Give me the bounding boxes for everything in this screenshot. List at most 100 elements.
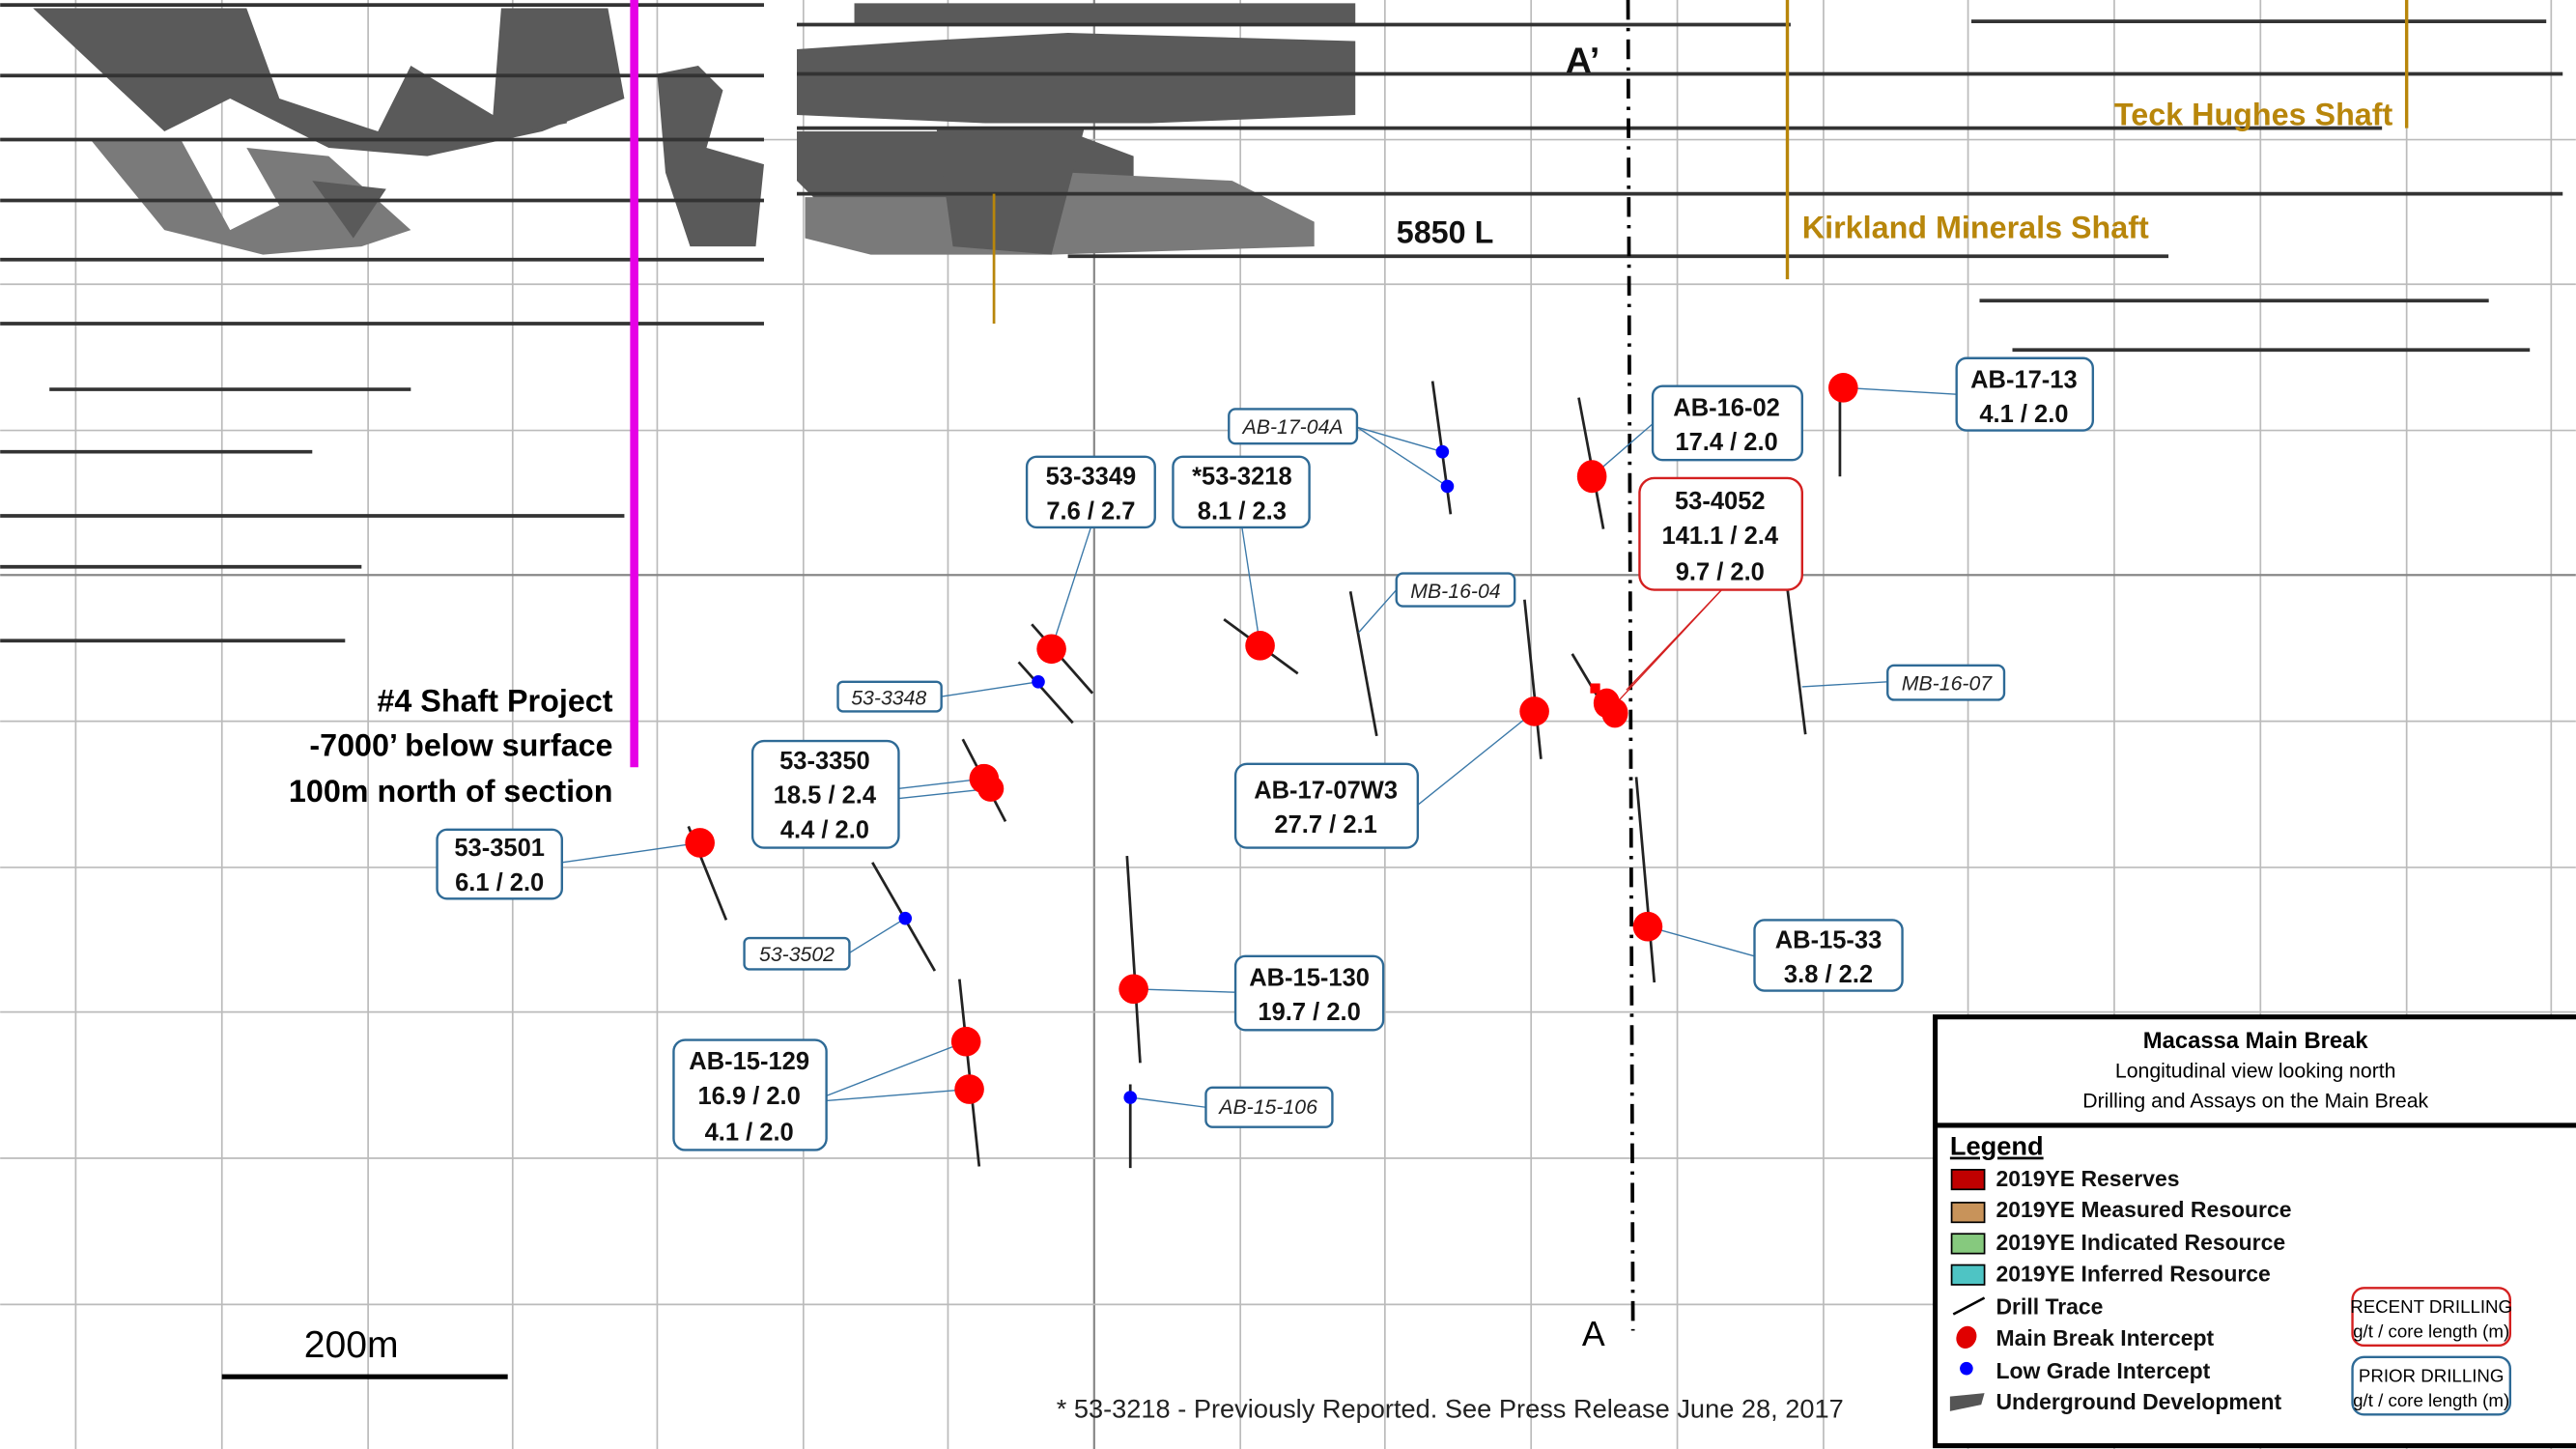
main-break-intercept [1118, 974, 1148, 1005]
svg-text:53-3349: 53-3349 [1046, 464, 1137, 491]
main-break-intercept [1245, 631, 1275, 661]
hole-label-53-3501: 53-3501 6.1 / 2.0 [436, 828, 563, 900]
level-label: 5850 L [1397, 215, 1494, 250]
svg-text:Main Break Intercept: Main Break Intercept [1996, 1325, 2214, 1350]
low-grade-intercept [1123, 1091, 1138, 1104]
hole-label-mb-16-07: MB-16-07 [1886, 664, 2006, 701]
hole-label-ab-15-106: AB-15-106 [1204, 1086, 1334, 1128]
svg-text:200m: 200m [304, 1324, 399, 1366]
svg-text:Low Grade Intercept: Low Grade Intercept [1996, 1358, 2210, 1383]
main-break-intercept [1576, 460, 1607, 494]
legend-panel: Macassa Main Break Longitudinal view loo… [1933, 1014, 2576, 1449]
prior-drilling-units: g/t / core length (m) [2353, 1390, 2509, 1410]
svg-text:18.5 / 2.4: 18.5 / 2.4 [774, 782, 877, 810]
svg-text:2019YE Measured Resource: 2019YE Measured Resource [1996, 1197, 2291, 1222]
svg-text:9.7 / 2.0: 9.7 / 2.0 [1676, 558, 1765, 585]
svg-text:Drill Trace: Drill Trace [1996, 1294, 2103, 1320]
scale-bar: 200m [221, 1324, 508, 1379]
svg-text:19.7 / 2.0: 19.7 / 2.0 [1258, 999, 1360, 1026]
low-grade-intercept [1435, 444, 1450, 459]
hole-label-53-3349: 53-3349 7.6 / 2.7 [1025, 455, 1156, 529]
underground-development [0, 3, 2563, 643]
svg-text:7.6 / 2.7: 7.6 / 2.7 [1046, 497, 1135, 525]
legend-title: Macassa Main Break [2143, 1028, 2369, 1054]
svg-text:100m north of section: 100m north of section [289, 774, 613, 809]
svg-text:16.9 / 2.0: 16.9 / 2.0 [698, 1083, 801, 1110]
svg-text:AB-16-02: AB-16-02 [1673, 394, 1780, 421]
svg-text:MB-16-07: MB-16-07 [1902, 671, 1993, 695]
inferred-swatch [1950, 1264, 1986, 1286]
hole-label-ab-16-02: AB-16-02 17.4 / 2.0 [1651, 384, 1804, 462]
red-dot-icon [1956, 1325, 1977, 1349]
reserves-swatch [1950, 1169, 1986, 1191]
low-grade-intercept [898, 911, 913, 925]
teck-hughes-shaft-label: Teck Hughes Shaft [2114, 97, 2393, 131]
svg-text:AB-15-106: AB-15-106 [1217, 1095, 1317, 1119]
svg-text:AB-15-130: AB-15-130 [1249, 964, 1370, 991]
recent-drilling-title: RECENT DRILLING [2350, 1296, 2512, 1317]
hole-label-ab-15-33: AB-15-33 3.8 / 2.2 [1753, 919, 1904, 992]
svg-text:MB-16-04: MB-16-04 [1410, 580, 1500, 603]
kirkland-shaft-label: Kirkland Minerals Shaft [1802, 211, 2149, 245]
main-break-intercept [685, 828, 715, 858]
svg-text:*53-3218: *53-3218 [1192, 464, 1292, 491]
a-prime-label: A’ [1566, 40, 1599, 80]
prior-drilling-title: PRIOR DRILLING [2359, 1365, 2505, 1385]
hole-label-53-3348: 53-3348 [836, 680, 943, 713]
svg-text:53-3350: 53-3350 [779, 748, 870, 775]
svg-text:27.7 / 2.1: 27.7 / 2.1 [1274, 811, 1376, 838]
svg-text:53-3348: 53-3348 [851, 687, 926, 710]
footnote: * 53-3218 - Previously Reported. See Pre… [1057, 1394, 1844, 1424]
indicated-swatch [1950, 1233, 1986, 1255]
svg-text:AB-15-33: AB-15-33 [1775, 926, 1882, 953]
svg-text:AB-17-04A: AB-17-04A [1241, 415, 1344, 439]
low-grade-intercept [1032, 674, 1045, 689]
main-break-intercept [1590, 683, 1600, 694]
svg-text:2019YE Indicated Resource: 2019YE Indicated Resource [1996, 1230, 2285, 1255]
recent-drilling-units: g/t / core length (m) [2353, 1321, 2509, 1341]
hole-label-mb-16-04: MB-16-04 [1395, 572, 1516, 608]
leader-lines [561, 386, 1957, 1108]
main-break-intercept [1601, 697, 1628, 728]
hole-label-ab-15-129: AB-15-129 16.9 / 2.0 4.1 / 2.0 [672, 1038, 828, 1151]
svg-text:4.1 / 2.0: 4.1 / 2.0 [1979, 401, 2068, 428]
hole-label-ab-17-04a: AB-17-04A [1228, 408, 1359, 445]
main-break-intercept [950, 1026, 981, 1057]
measured-swatch [1950, 1202, 1986, 1224]
svg-text:3.8 / 2.2: 3.8 / 2.2 [1784, 961, 1873, 988]
svg-text:2019YE Reserves: 2019YE Reserves [1996, 1166, 2179, 1191]
main-break-intercept [1828, 373, 1858, 403]
svg-text:6.1 / 2.0: 6.1 / 2.0 [455, 869, 544, 896]
main-break-intercept [1036, 634, 1066, 665]
main-break-intercept [977, 775, 1005, 802]
blue-dot-icon [1960, 1361, 1973, 1376]
svg-text:#4 Shaft Project: #4 Shaft Project [377, 683, 612, 718]
hole-label-ab-15-130: AB-15-130 19.7 / 2.0 [1233, 954, 1385, 1032]
svg-text:4.1 / 2.0: 4.1 / 2.0 [705, 1119, 794, 1146]
gray-shape-icon [1949, 1393, 1985, 1411]
svg-text:141.1 / 2.4: 141.1 / 2.4 [1662, 523, 1779, 550]
hole-label-53-3502: 53-3502 [743, 936, 851, 971]
hole-label-53-3350: 53-3350 18.5 / 2.4 4.4 / 2.0 [750, 739, 900, 849]
svg-text:53-4052: 53-4052 [1675, 488, 1766, 515]
legend-subtitle-1: Longitudinal view looking north [2115, 1060, 2396, 1083]
svg-text:AB-15-129: AB-15-129 [689, 1048, 809, 1075]
svg-text:AB-17-07W3: AB-17-07W3 [1254, 778, 1398, 805]
a-label: A [1582, 1315, 1605, 1353]
low-grade-intercept [1440, 479, 1455, 494]
legend-subtitle-2: Drilling and Assays on the Main Break [2082, 1089, 2428, 1112]
svg-text:Underground Development: Underground Development [1996, 1389, 2281, 1414]
shaft-4-note: #4 Shaft Project -7000’ below surface 10… [289, 683, 613, 809]
legend-heading: Legend [1950, 1131, 2044, 1161]
svg-text:AB-17-13: AB-17-13 [1970, 366, 2078, 393]
svg-text:17.4 / 2.0: 17.4 / 2.0 [1675, 429, 1777, 456]
main-break-intercepts [685, 373, 1858, 1104]
svg-text:-7000’ below surface: -7000’ below surface [309, 727, 612, 762]
line-icon [1952, 1296, 1986, 1316]
svg-text:4.4 / 2.0: 4.4 / 2.0 [780, 816, 869, 843]
hole-label-ab-17-13: AB-17-13 4.1 / 2.0 [1955, 356, 2095, 432]
section-line-a [1626, 0, 1635, 1331]
svg-text:53-3501: 53-3501 [454, 835, 545, 862]
hole-label-53-4052: 53-4052 141.1 / 2.4 9.7 / 2.0 [1638, 476, 1804, 591]
